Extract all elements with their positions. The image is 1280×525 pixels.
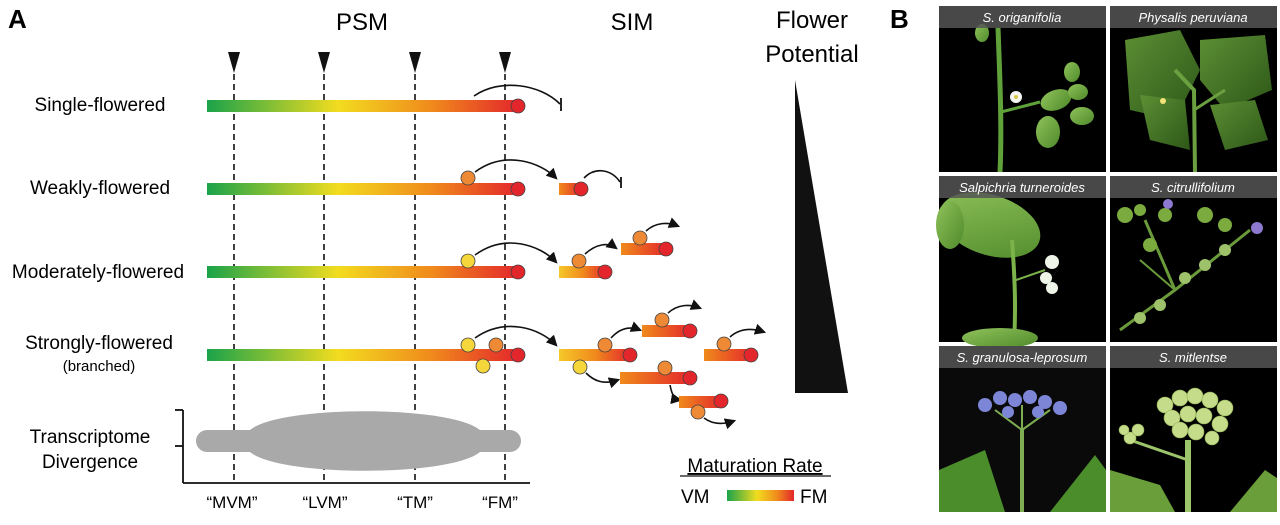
- fm-node: [510, 264, 526, 280]
- stage-label-fm: “FM”: [482, 493, 518, 512]
- branch-arrow: [474, 159, 558, 180]
- maturation-vm-label: VM: [681, 487, 710, 508]
- maturation-fm-label: FM: [800, 487, 827, 508]
- sim-node: [475, 358, 491, 374]
- row-label-single: Single-flowered: [35, 95, 166, 116]
- inhibition-arc: [473, 84, 561, 105]
- stage-marker-mvm: [228, 52, 240, 73]
- branch-arrow: [703, 417, 737, 430]
- transcriptome-label-line1: Transcriptome: [30, 427, 151, 448]
- sim-bar: [679, 396, 723, 408]
- sim-bar: [620, 372, 692, 384]
- sim-node: [572, 359, 588, 375]
- sim-node: [654, 312, 670, 328]
- stage-label-mvm: “MVM”: [207, 493, 258, 512]
- sim-node: [690, 404, 706, 420]
- photo-label: S. origanifolia: [983, 10, 1062, 25]
- fm-node: [597, 264, 613, 280]
- photo-s-granulosa-leprosum: S. granulosa-leprosum: [939, 346, 1106, 512]
- branch-arrow: [669, 384, 683, 405]
- branch-arrow: [584, 238, 618, 255]
- stage-label-lvm: “LVM”: [302, 493, 347, 512]
- photo-label: S. citrullifolium: [1151, 180, 1235, 195]
- sim-node: [716, 336, 732, 352]
- fm-node: [682, 323, 698, 339]
- branch-arrow: [667, 299, 703, 314]
- sim-node: [597, 337, 613, 353]
- divergence-shape: [196, 411, 521, 471]
- row-sublabel-branched: (branched): [63, 358, 136, 375]
- photo-label: S. granulosa-leprosum: [957, 350, 1088, 365]
- meristem-bar: [207, 349, 519, 361]
- row-strongly: [207, 299, 767, 430]
- sim-node: [460, 253, 476, 269]
- fm-node: [713, 393, 729, 409]
- meristem-bar: [207, 183, 519, 195]
- photo-salpichria-turneroides: Salpichria turneroides: [936, 176, 1106, 348]
- transcriptome-label-line2: Divergence: [42, 452, 138, 473]
- photo-s-origanifolia: S. origanifolia: [939, 6, 1106, 173]
- sim-node: [460, 337, 476, 353]
- sim-node: [571, 253, 587, 269]
- stage-marker-fm: [499, 52, 511, 73]
- maturation-gradient: [727, 490, 794, 501]
- flower-potential-label-line2: Potential: [765, 41, 858, 68]
- branch-arrow: [474, 325, 558, 347]
- photo-label: Salpichria turneroides: [959, 180, 1085, 195]
- sim-label: SIM: [611, 9, 654, 36]
- panel-a-letter: A: [8, 4, 27, 34]
- fm-node: [510, 181, 526, 197]
- flower-potential-label-line1: Flower: [776, 7, 848, 34]
- stage-label-tm: “TM”: [397, 493, 433, 512]
- photo-s-citrullifolium: S. citrullifolium: [1110, 176, 1277, 342]
- photo-label: Physalis peruviana: [1138, 10, 1247, 25]
- fm-node: [682, 370, 698, 386]
- sim-node: [460, 170, 476, 186]
- psm-label: PSM: [336, 9, 388, 36]
- inhibition-arc: [583, 170, 621, 183]
- fm-node: [622, 347, 638, 363]
- sim-node: [657, 360, 673, 376]
- branch-arrow: [645, 217, 681, 232]
- photo-s-mitlentse: S. mitlentse: [1110, 346, 1277, 512]
- meristem-bar: [207, 100, 519, 112]
- row-label-weakly: Weakly-flowered: [30, 178, 170, 199]
- photo-physalis-peruviana: Physalis peruviana: [1110, 6, 1277, 173]
- flower-potential-wedge: [795, 80, 848, 393]
- branch-arrow: [585, 372, 621, 389]
- branch-arrow: [610, 321, 643, 339]
- fm-node: [510, 98, 526, 114]
- photo-label: S. mitlentse: [1159, 350, 1227, 365]
- row-label-moderately: Moderately-flowered: [12, 262, 184, 283]
- panel-b-letter: B: [890, 4, 909, 34]
- sim-bar: [704, 349, 754, 361]
- fm-node: [573, 181, 589, 197]
- row-label-strongly: Strongly-flowered: [25, 333, 173, 354]
- sim-bar: [559, 349, 631, 361]
- fm-node: [658, 241, 674, 257]
- branch-arrow: [729, 323, 767, 338]
- branch-arrow: [474, 242, 558, 264]
- sim-bar: [559, 266, 607, 278]
- stage-marker-tm: [409, 52, 421, 73]
- divergence-axes: [175, 409, 530, 484]
- sim-bar: [642, 325, 692, 337]
- fm-node: [743, 347, 759, 363]
- maturation-rate-title: Maturation Rate: [687, 456, 822, 477]
- stage-marker-lvm: [318, 52, 330, 73]
- sim-bar: [621, 243, 668, 255]
- row-weakly: [207, 159, 622, 197]
- row-moderately: [207, 217, 681, 280]
- sim-node: [632, 230, 648, 246]
- fm-node: [510, 347, 526, 363]
- sim-node: [488, 337, 504, 353]
- meristem-bar: [207, 266, 519, 278]
- row-single: [207, 84, 562, 114]
